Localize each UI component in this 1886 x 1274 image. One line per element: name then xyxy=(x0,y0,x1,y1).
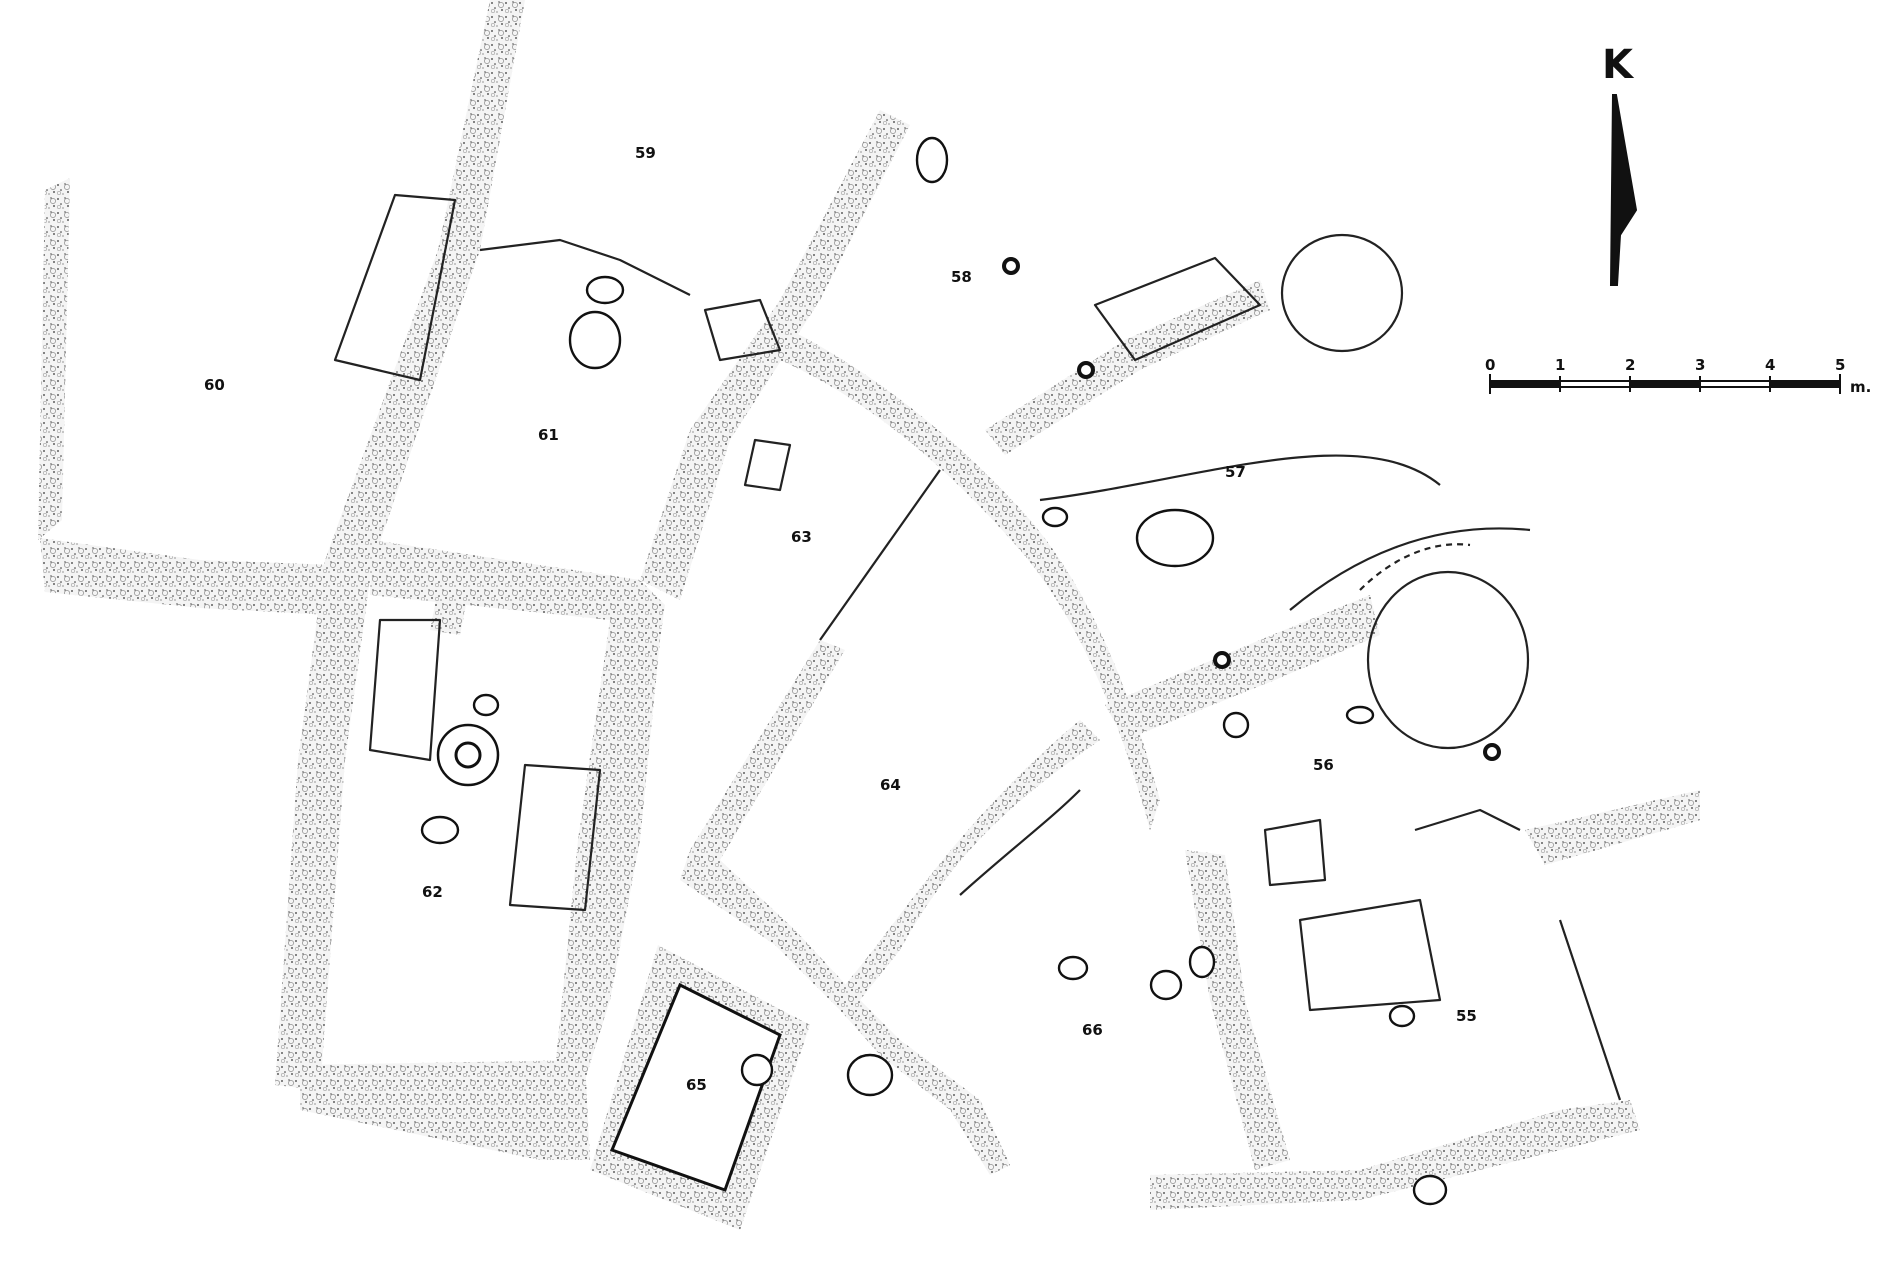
wall-west-60 xyxy=(38,178,70,540)
wall-south xyxy=(1150,1100,1640,1210)
scale-tick-0: 0 xyxy=(1485,356,1495,374)
room-label-63: 63 xyxy=(791,528,812,546)
room-label-64: 64 xyxy=(880,776,901,794)
wall-arc-64 xyxy=(780,330,1160,830)
wall-57-north xyxy=(985,280,1270,455)
wall-64-south xyxy=(845,720,1100,1000)
room-label-56: 56 xyxy=(1313,756,1334,774)
wall-55-north xyxy=(1525,790,1700,865)
wall-61-west xyxy=(325,0,525,565)
room-label-57: 57 xyxy=(1225,463,1246,481)
wall-64-west xyxy=(690,640,845,860)
wall-66-south xyxy=(840,990,1010,1175)
scale-tick-5: 5 xyxy=(1835,356,1845,374)
wall-66-east xyxy=(1185,850,1290,1170)
room-label-59: 59 xyxy=(635,144,656,162)
wall-62-east xyxy=(555,620,660,1080)
wall-62-south xyxy=(300,1060,590,1160)
room-label-61: 61 xyxy=(538,426,559,444)
features xyxy=(333,193,1622,1101)
room-label-65: 65 xyxy=(686,1076,707,1094)
wall-61-east xyxy=(640,110,910,600)
wall-62-west xyxy=(275,560,372,1090)
room-labels: 59 60 61 58 57 63 64 56 62 66 55 65 xyxy=(204,144,1477,1094)
room-label-55: 55 xyxy=(1456,1007,1477,1025)
wall-61-south xyxy=(370,540,665,640)
scale-bar: 0 1 2 3 4 5 m. xyxy=(1485,356,1871,396)
room-65-interior xyxy=(610,982,782,1192)
north-arrow: K xyxy=(1602,42,1638,286)
scale-tick-4: 4 xyxy=(1765,356,1775,374)
north-arrow-letter: K xyxy=(1602,42,1635,88)
wall-60-south xyxy=(40,538,335,615)
room-label-66: 66 xyxy=(1082,1021,1103,1039)
wall-56-north xyxy=(1105,595,1380,740)
room-label-60: 60 xyxy=(204,376,225,394)
scale-tick-1: 1 xyxy=(1555,356,1565,374)
room-label-62: 62 xyxy=(422,883,443,901)
wall-64-sw xyxy=(680,850,860,1015)
north-arrow-icon xyxy=(1609,94,1638,286)
scale-tick-2: 2 xyxy=(1625,356,1635,374)
room-label-58: 58 xyxy=(951,268,972,286)
scale-unit: m. xyxy=(1850,378,1871,396)
scale-tick-3: 3 xyxy=(1695,356,1705,374)
stones xyxy=(420,136,1501,1206)
walls xyxy=(38,0,1700,1230)
